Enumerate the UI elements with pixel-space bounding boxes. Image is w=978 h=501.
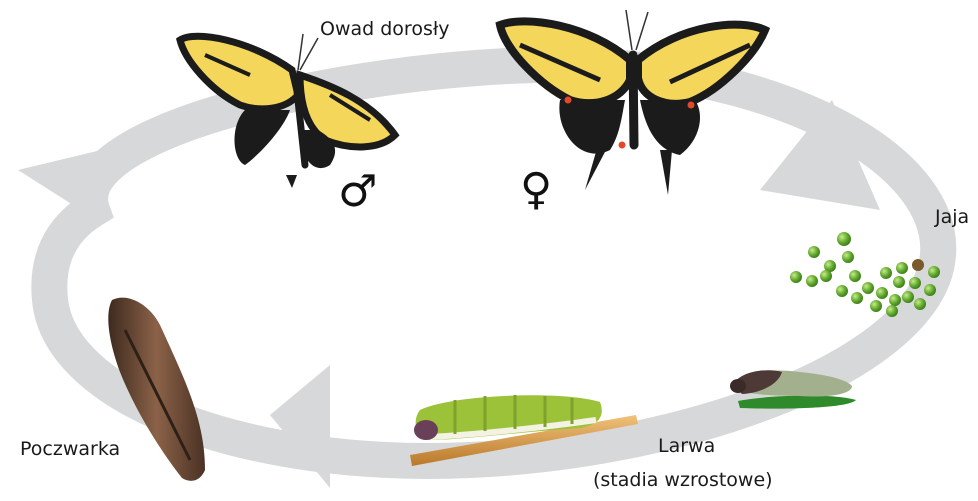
label-pupa: Poczwarka — [20, 440, 120, 459]
label-adult: Owad dorosły — [320, 20, 449, 39]
male-symbol: ♂ — [338, 170, 377, 214]
label-larva-sub: (stadia wzrostowe) — [593, 471, 773, 490]
label-larva: Larwa — [658, 437, 715, 456]
label-eggs: Jaja — [935, 208, 969, 227]
female-symbol: ♀ — [520, 168, 552, 212]
